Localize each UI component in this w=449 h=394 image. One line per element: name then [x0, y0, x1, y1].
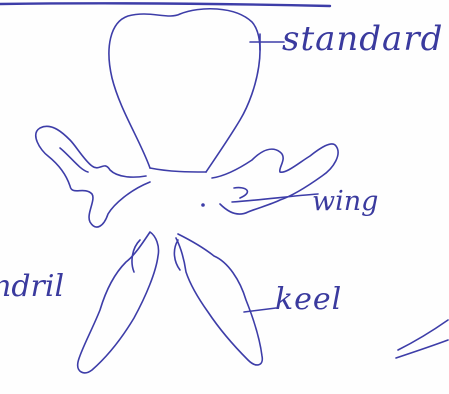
left-keel-petal [78, 232, 159, 373]
top-edge-line [0, 3, 330, 6]
right-keel-petal [176, 234, 262, 365]
center-dot [201, 203, 205, 207]
left-wing-petal [36, 126, 150, 227]
standard-pointer [250, 34, 284, 50]
right-wing-pointer [232, 188, 318, 202]
tendril-label: ndril [0, 272, 64, 302]
keel-label: keel [275, 285, 342, 315]
standard-petal [109, 9, 260, 172]
margin-scribble [396, 320, 448, 358]
standard-label: standard [282, 22, 443, 56]
standard-base-line [150, 168, 206, 172]
left-wing-inner [60, 148, 88, 172]
wing-label: wing [312, 188, 378, 215]
